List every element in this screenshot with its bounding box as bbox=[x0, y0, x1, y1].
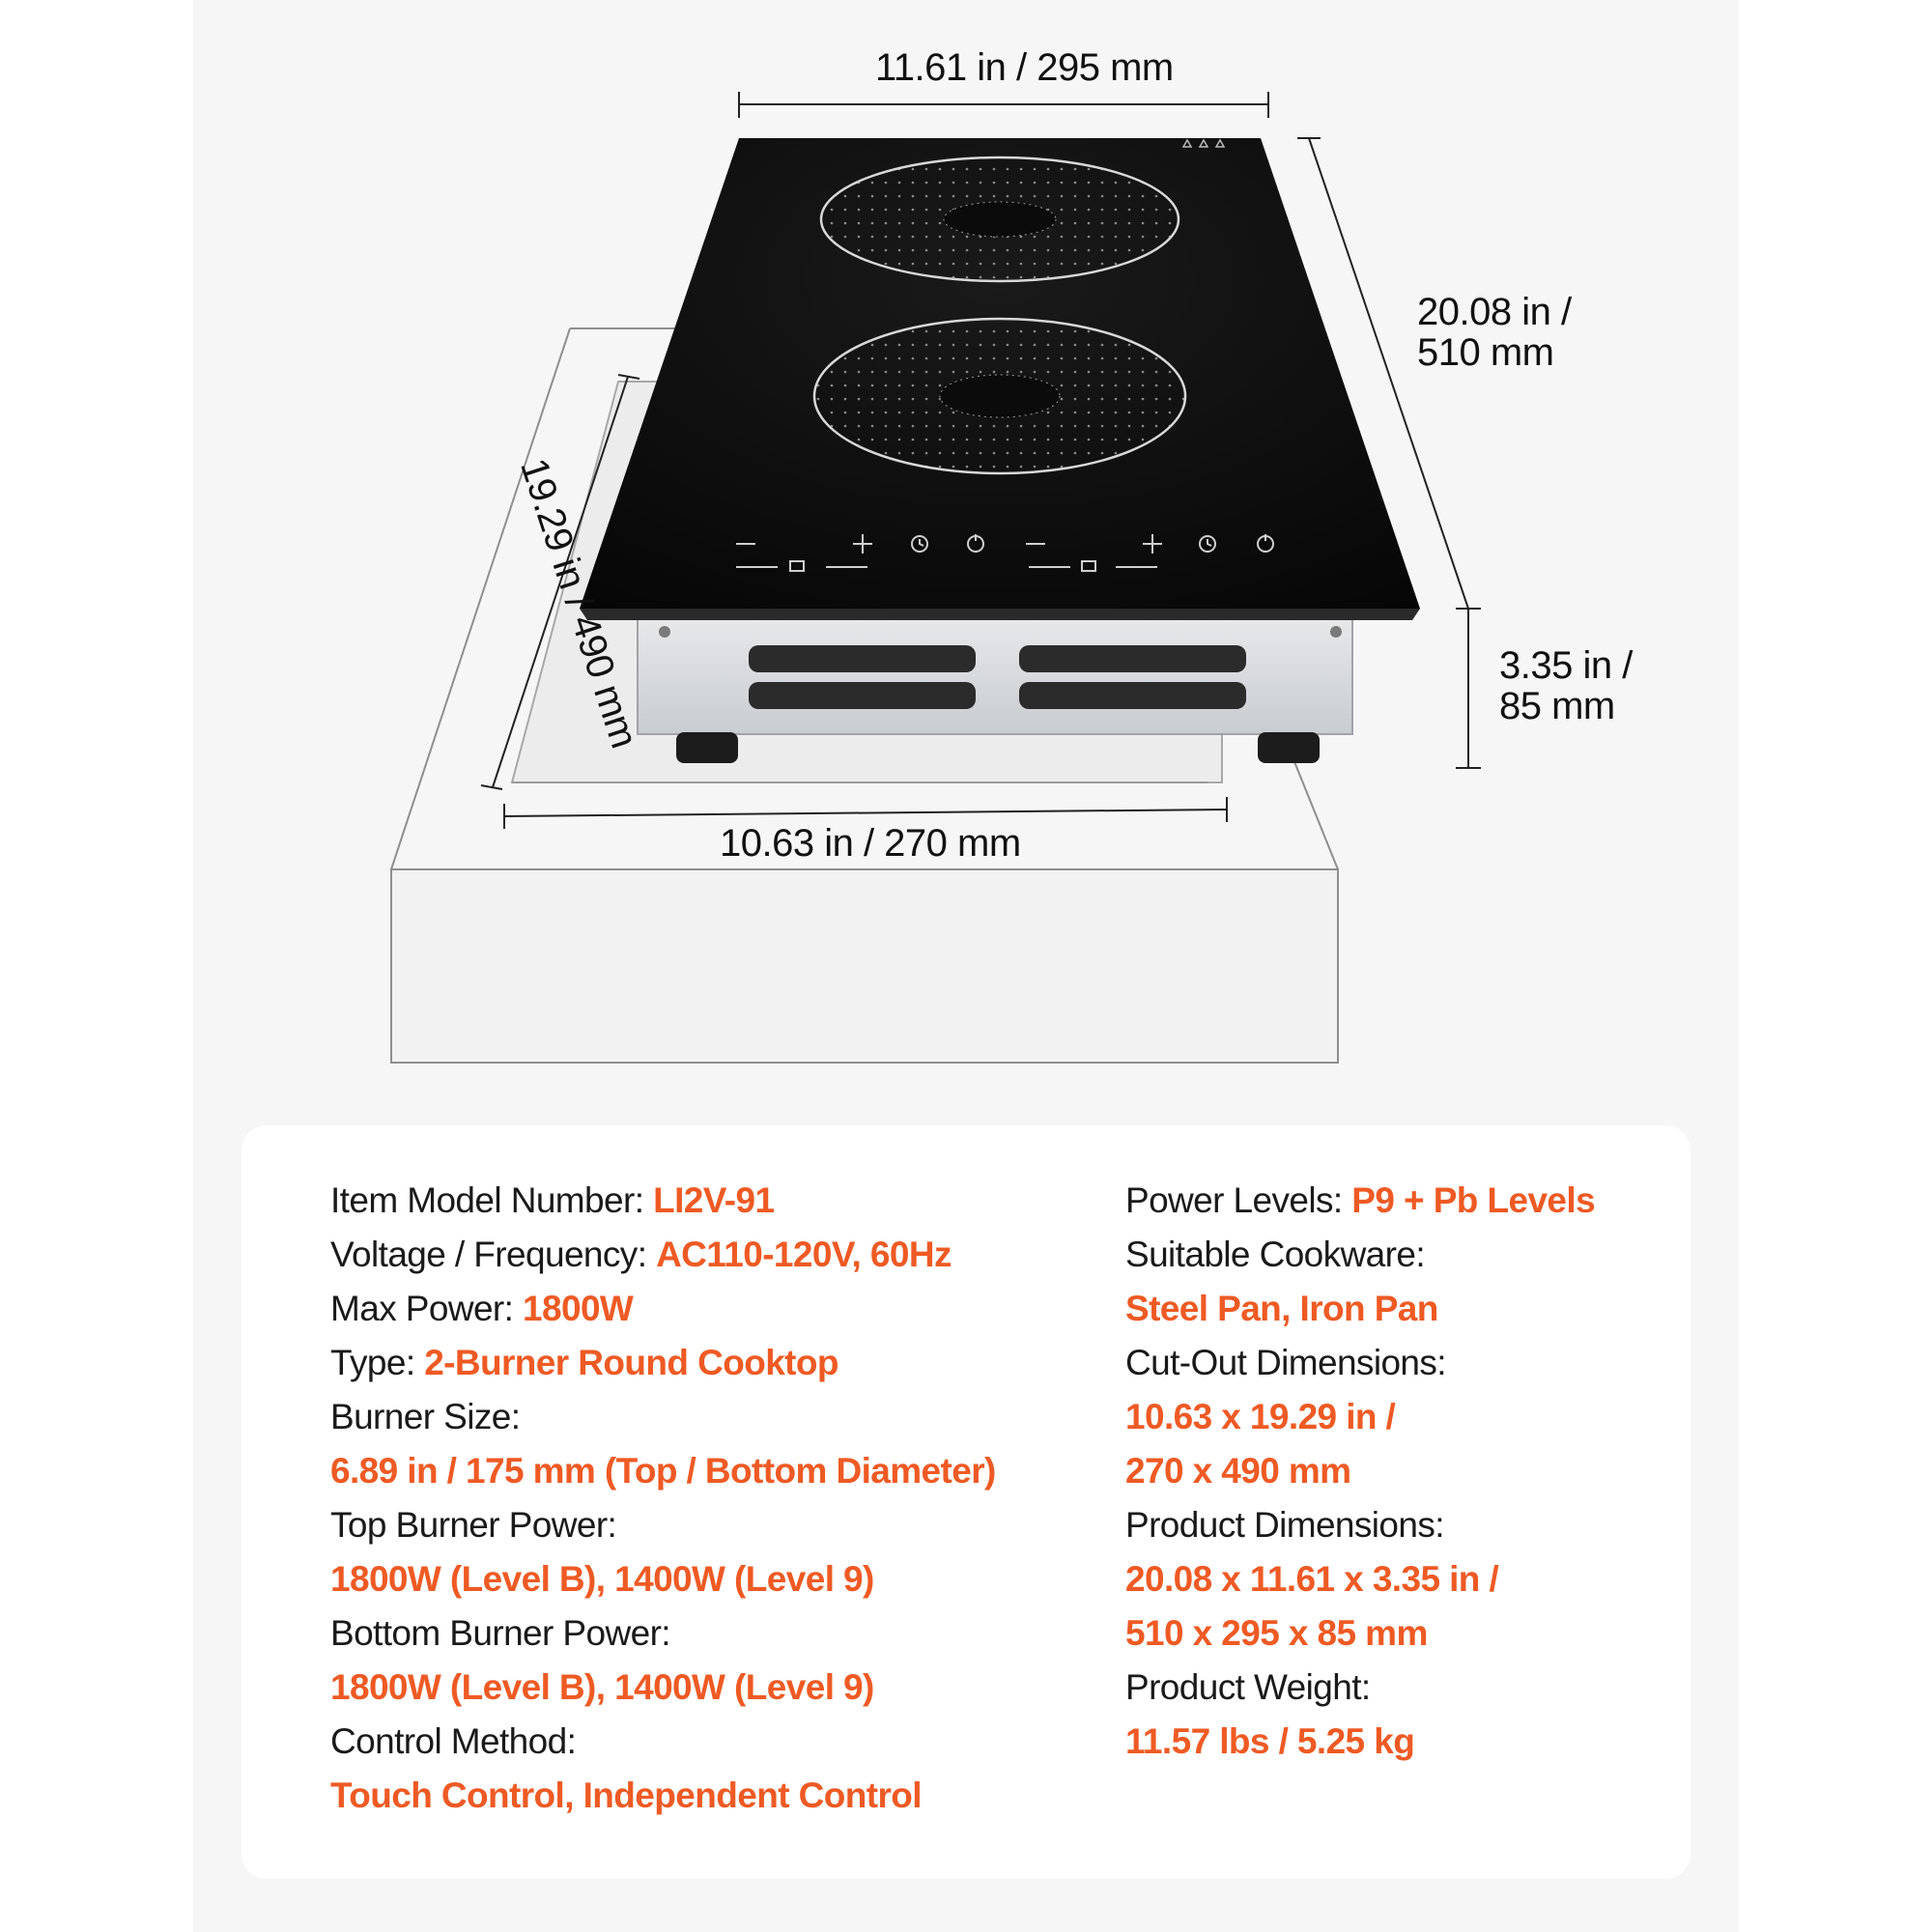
spec-value: 510 x 295 x 85 mm bbox=[1125, 1613, 1428, 1653]
height-label-line1: 3.35 in / bbox=[1499, 644, 1633, 687]
spec-line: 270 x 490 mm bbox=[1125, 1444, 1666, 1498]
spec-value: LI2V-91 bbox=[653, 1180, 775, 1220]
top-burner bbox=[819, 156, 1180, 283]
spec-line: Cut-Out Dimensions: bbox=[1125, 1336, 1666, 1390]
spec-value: AC110-120V, 60Hz bbox=[656, 1235, 952, 1274]
spec-label: Type: bbox=[330, 1343, 425, 1382]
spec-line: 11.57 lbs / 5.25 kg bbox=[1125, 1715, 1666, 1769]
depth-label-line2: 510 mm bbox=[1417, 331, 1554, 374]
spec-line: Product Weight: bbox=[1125, 1661, 1666, 1715]
spec-value: 2-Burner Round Cooktop bbox=[424, 1343, 838, 1382]
spec-line: Touch Control, Independent Control bbox=[330, 1769, 1065, 1823]
spec-line: 20.08 x 11.61 x 3.35 in / bbox=[1125, 1552, 1666, 1606]
spec-label: Power Levels: bbox=[1125, 1180, 1352, 1220]
spec-line: Suitable Cookware: bbox=[1125, 1228, 1666, 1282]
spec-label: Suitable Cookware: bbox=[1125, 1235, 1426, 1274]
spec-line: 10.63 x 19.29 in / bbox=[1125, 1390, 1666, 1444]
spec-value: 10.63 x 19.29 in / bbox=[1125, 1397, 1396, 1436]
spec-line: 1800W (Level B), 1400W (Level 9) bbox=[330, 1661, 1065, 1715]
spec-value: 6.89 in / 175 mm (Top / Bottom Diameter) bbox=[330, 1451, 996, 1491]
height-label-line2: 85 mm bbox=[1499, 685, 1615, 727]
bottom-burner bbox=[812, 317, 1187, 475]
dimension-lines bbox=[480, 92, 1481, 829]
spec-label: Cut-Out Dimensions: bbox=[1125, 1343, 1447, 1382]
spec-label: Item Model Number: bbox=[330, 1180, 654, 1220]
spec-value: 11.57 lbs / 5.25 kg bbox=[1125, 1721, 1415, 1761]
top-width-label: 11.61 in / 295 mm bbox=[875, 46, 1174, 89]
spec-value: 1800W bbox=[523, 1289, 634, 1328]
spec-label: Product Weight: bbox=[1125, 1667, 1371, 1707]
spec-label: Product Dimensions: bbox=[1125, 1505, 1445, 1545]
spec-value: 270 x 490 mm bbox=[1125, 1451, 1351, 1491]
touch-control-panel bbox=[736, 534, 1274, 572]
spec-line: Type: 2-Burner Round Cooktop bbox=[330, 1336, 1065, 1390]
spec-value: 1800W (Level B), 1400W (Level 9) bbox=[330, 1559, 874, 1599]
spec-line: Bottom Burner Power: bbox=[330, 1606, 1065, 1661]
spec-line: Item Model Number: LI2V-91 bbox=[330, 1174, 1065, 1228]
spec-line: Burner Size: bbox=[330, 1390, 1065, 1444]
spec-label: Control Method: bbox=[330, 1721, 577, 1761]
spec-value: Steel Pan, Iron Pan bbox=[1125, 1289, 1438, 1328]
spec-line: 6.89 in / 175 mm (Top / Bottom Diameter) bbox=[330, 1444, 1065, 1498]
cooktop-housing bbox=[637, 617, 1353, 763]
spec-label: Max Power: bbox=[330, 1289, 524, 1328]
spec-label: Bottom Burner Power: bbox=[330, 1613, 671, 1653]
depth-label-line1: 20.08 in / bbox=[1417, 291, 1572, 333]
spec-value: Touch Control, Independent Control bbox=[330, 1776, 923, 1815]
spec-line: Steel Pan, Iron Pan bbox=[1125, 1282, 1666, 1336]
spec-line: Max Power: 1800W bbox=[330, 1282, 1065, 1336]
spec-value: 1800W (Level B), 1400W (Level 9) bbox=[330, 1667, 874, 1707]
spec-line: Voltage / Frequency: AC110-120V, 60Hz bbox=[330, 1228, 1065, 1282]
spec-line: Control Method: bbox=[330, 1715, 1065, 1769]
spec-line: Top Burner Power: bbox=[330, 1498, 1065, 1552]
cooktop-dimension-diagram bbox=[390, 92, 1481, 1064]
spec-value: 20.08 x 11.61 x 3.35 in / bbox=[1125, 1559, 1499, 1599]
spec-line: Power Levels: P9 + Pb Levels bbox=[1125, 1174, 1666, 1228]
cutout-width-label: 10.63 in / 270 mm bbox=[720, 822, 1021, 865]
spec-label: Voltage / Frequency: bbox=[330, 1235, 657, 1274]
spec-line: Product Dimensions: bbox=[1125, 1498, 1666, 1552]
spec-value: P9 + Pb Levels bbox=[1351, 1180, 1596, 1220]
spec-line: 510 x 295 x 85 mm bbox=[1125, 1606, 1666, 1661]
spec-label: Burner Size: bbox=[330, 1397, 521, 1436]
spec-line: 1800W (Level B), 1400W (Level 9) bbox=[330, 1552, 1065, 1606]
spec-label: Top Burner Power: bbox=[330, 1505, 617, 1545]
